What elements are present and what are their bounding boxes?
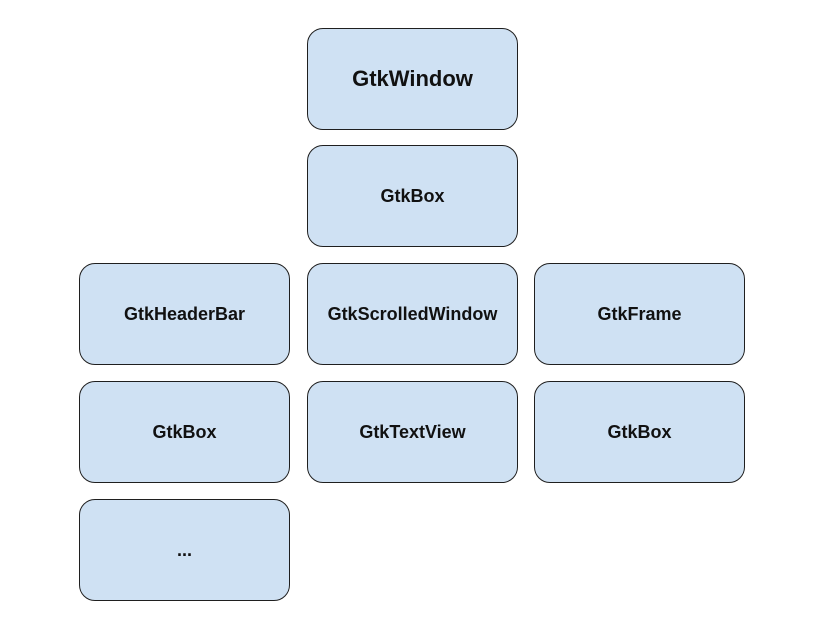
node-ellipsis: ...	[79, 499, 290, 601]
node-gtk-box-frame: GtkBox	[534, 381, 745, 483]
node-gtk-box-header-label: GtkBox	[152, 421, 217, 442]
node-gtk-text-view-label: GtkTextView	[359, 421, 466, 442]
node-gtk-header-bar: GtkHeaderBar	[79, 263, 290, 365]
node-gtk-header-bar-label: GtkHeaderBar	[123, 303, 246, 324]
node-gtk-scrolled-window-label: GtkScrolledWindow	[327, 303, 498, 324]
node-gtk-scrolled-window: GtkScrolledWindow	[307, 263, 518, 365]
node-gtk-window: GtkWindow	[307, 28, 518, 130]
node-gtk-window-label: GtkWindow	[352, 66, 473, 91]
node-gtk-box-main: GtkBox	[307, 145, 518, 247]
node-gtk-box-frame-label: GtkBox	[607, 421, 672, 442]
node-gtk-frame-label: GtkFrame	[597, 303, 682, 324]
node-gtk-box-header: GtkBox	[79, 381, 290, 483]
node-gtk-frame: GtkFrame	[534, 263, 745, 365]
node-ellipsis-label: ...	[176, 539, 192, 560]
node-gtk-box-main-label: GtkBox	[380, 185, 445, 206]
node-gtk-text-view: GtkTextView	[307, 381, 518, 483]
